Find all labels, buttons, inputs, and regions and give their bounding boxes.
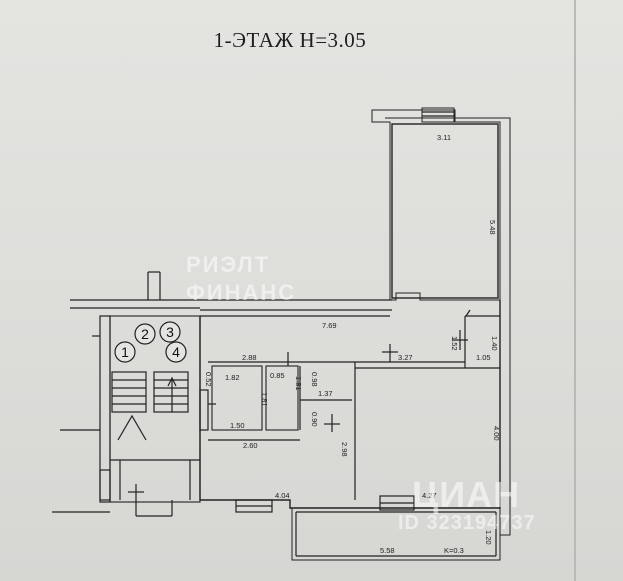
dim-137: 1.37 [318,389,333,398]
dim-room-a-inner: 1.82 [225,373,240,382]
dim-vert-090: 0.90 [310,412,319,427]
stair-marker-circle [114,341,136,363]
stair-marker-circle [165,341,187,363]
dimension-labels: 3.11 5.48 7.69 1.52 1.40 1.05 3.27 2.88 … [204,133,501,555]
watermark-listing-id: ID 323194737 [398,512,536,534]
walls [52,107,511,561]
watermark-realtor-line1: РИЭЛТ [186,252,271,277]
stair-marker-circle [134,323,156,345]
watermark-cian: ЦИАН [412,474,521,515]
stair-marker-circle [159,321,181,343]
dim-small-h1: 1.52 [450,336,459,351]
dim-small-h2: 1.40 [490,336,499,351]
stair-marker-4: 4 [172,344,180,360]
dim-room-a-height: 1.81 [260,392,269,407]
dim-298: 2.98 [340,442,349,457]
stair-markers: 1 2 3 4 [114,321,187,363]
stair-marker-3: 3 [166,324,174,340]
dim-hall-width: 3.27 [398,353,413,362]
dim-balcony-depth: 1.20 [484,530,493,545]
dim-vert-098: 0.98 [310,372,319,387]
dim-404: 4.04 [275,491,290,500]
page-title: 1-ЭТАЖ H=3.05 [213,28,367,52]
dim-260: 2.60 [243,441,258,450]
dim-balcony-coef: K=0.3 [444,546,464,555]
dim-400: 4.00 [492,426,501,441]
dim-corridor-length: 7.69 [322,321,337,330]
watermark-realtor-line2: ФИНАНС [186,280,297,305]
dim-room-b-width: 0.85 [270,371,285,380]
stair-marker-1: 1 [121,344,129,360]
sheet-border [574,0,576,581]
stair-marker-2: 2 [141,326,149,342]
dim-room-a-width: 2.88 [242,353,257,362]
dim-wall-052: 0.52 [204,372,213,387]
dim-427: 4.27 [422,491,437,500]
dim-room-b-height: 1.81 [294,376,303,391]
dim-top-room-length: 5.48 [488,220,497,235]
dim-150: 1.50 [230,421,245,430]
dim-balcony-length: 5.58 [380,546,395,555]
dim-small-w: 1.05 [476,353,491,362]
dim-top-room-width: 3.11 [437,133,451,142]
